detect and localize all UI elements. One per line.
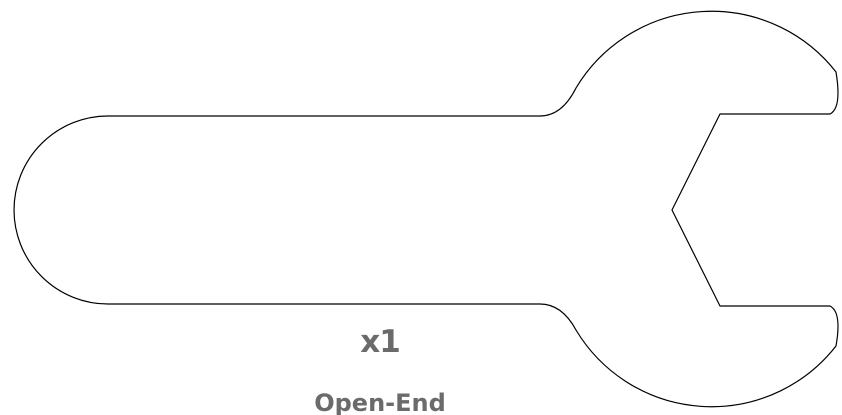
tool-name-label: Open-End bbox=[314, 389, 446, 415]
quantity-label: x1 bbox=[360, 324, 401, 360]
wrench-shape bbox=[13, 10, 839, 408]
